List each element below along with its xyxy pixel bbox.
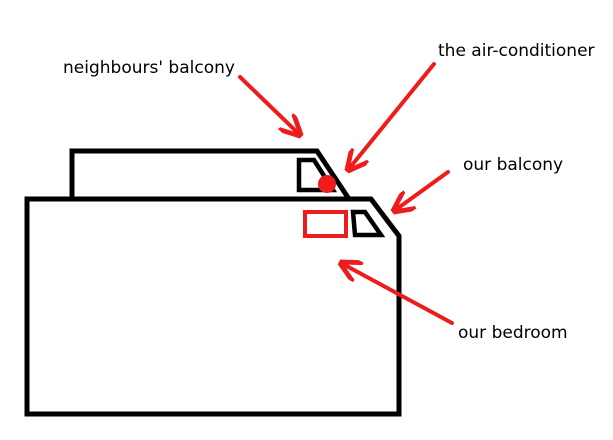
air-conditioner-dot (318, 175, 336, 193)
label-neighbours-balcony: neighbours' balcony (63, 58, 235, 78)
label-our-bedroom: our bedroom (458, 323, 568, 343)
arrow-neighbours-balcony (238, 75, 300, 135)
neighbours-building-outline (69, 148, 352, 201)
our-balcony-window (350, 209, 386, 238)
label-our-balcony: our balcony (463, 155, 563, 175)
arrow-our-balcony (394, 170, 450, 211)
our-bedroom-marker (303, 210, 348, 238)
label-air-conditioner: the air-conditioner (438, 41, 595, 61)
arrow-our-bedroom (341, 263, 454, 325)
our-building-outline (24, 196, 402, 417)
arrow-air-conditioner (348, 62, 436, 170)
